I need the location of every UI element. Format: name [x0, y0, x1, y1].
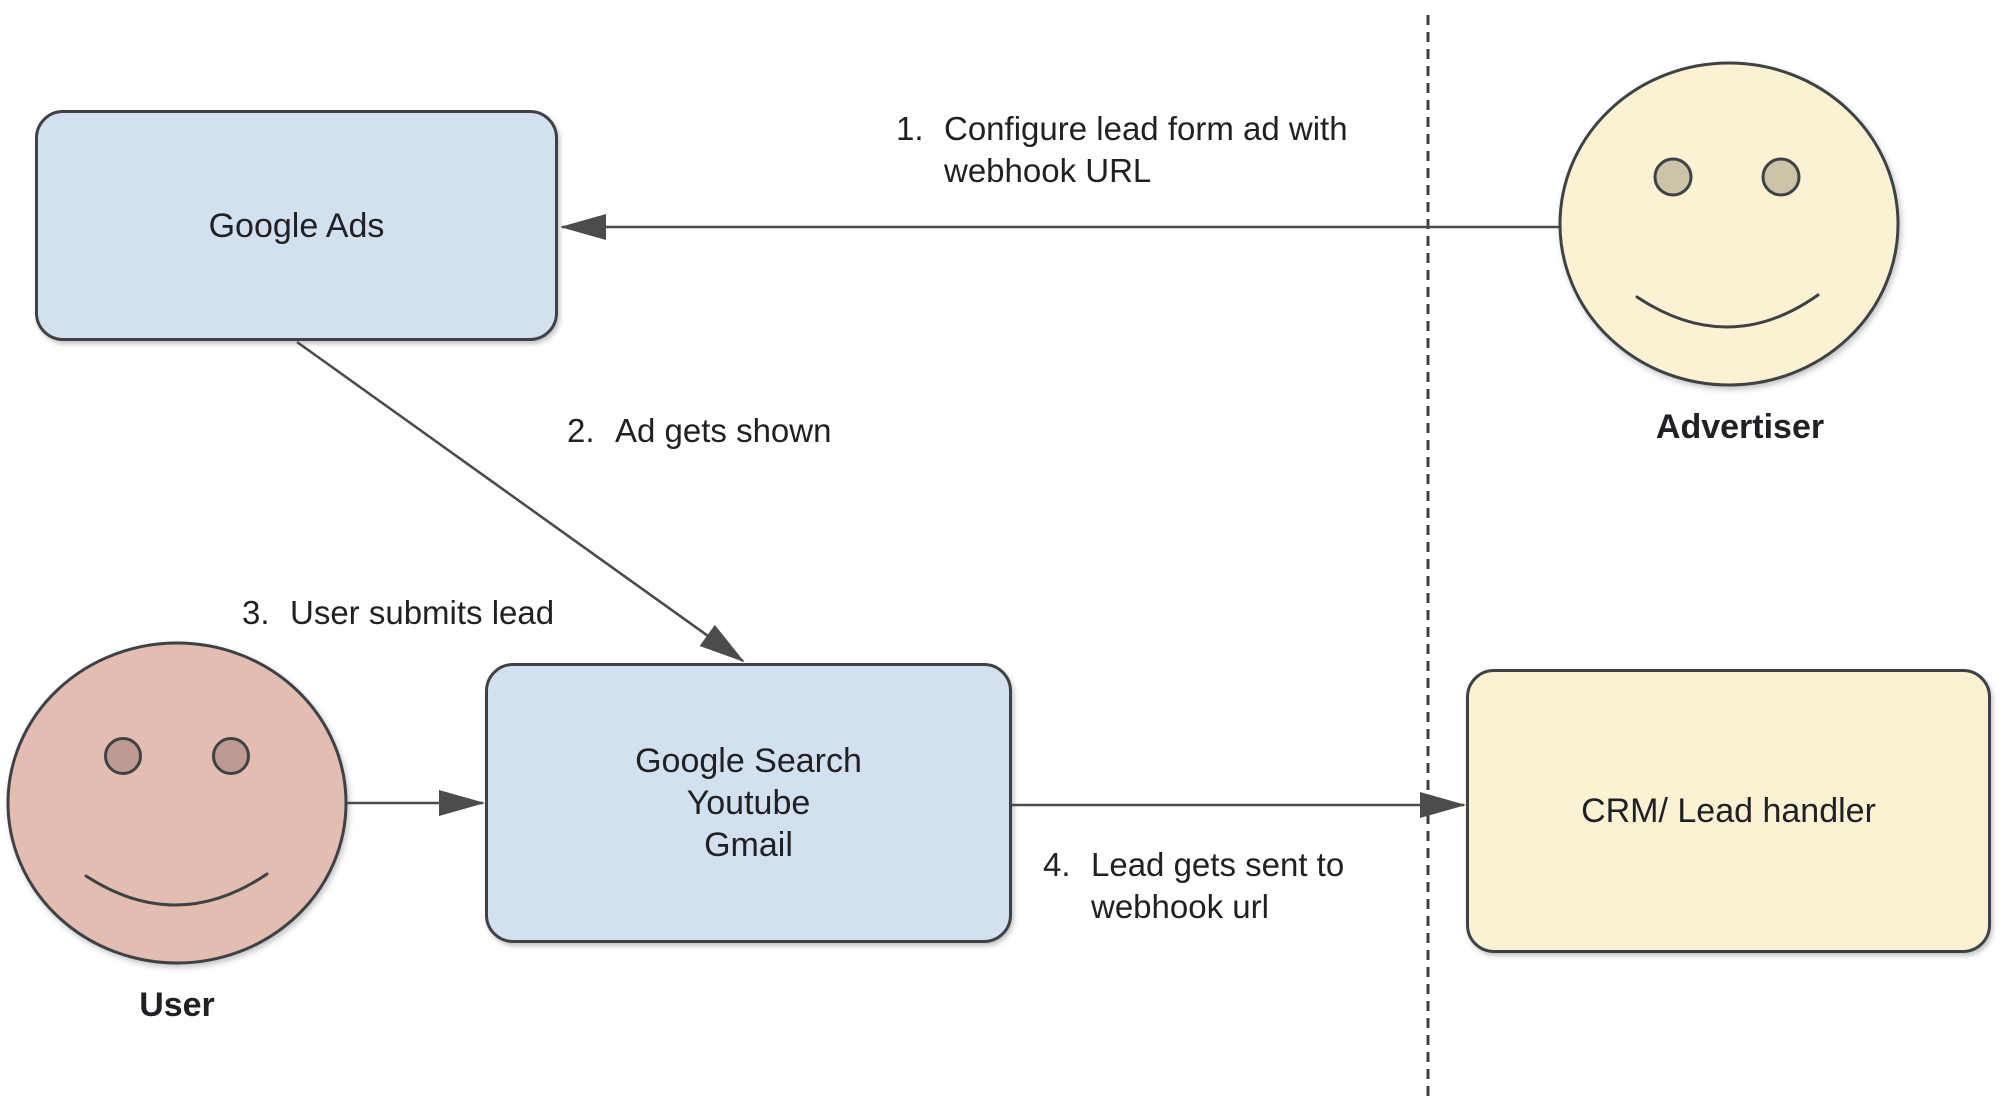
advertiser-face [1558, 61, 1900, 387]
node-channels: Google Search Youtube Gmail [485, 663, 1012, 943]
step-1-text: Configure lead form ad with webhook URL [944, 110, 1348, 189]
channels-line-google-search: Google Search [635, 742, 862, 780]
step-4-text: Lead gets sent to webhook url [1091, 846, 1345, 925]
advertiser-smile [1635, 293, 1820, 329]
user-smile [84, 872, 269, 907]
step-4-label: 4. Lead gets sent to webhook url [1043, 844, 1344, 928]
advertiser-head [1558, 61, 1900, 387]
user-head [6, 641, 348, 965]
step-2-label: 2. Ad gets shown [567, 410, 831, 452]
advertiser-eye-left [1653, 157, 1693, 197]
step-2-number: 2. [567, 412, 595, 449]
step-2-text: Ad gets shown [615, 412, 832, 449]
step-1-number: 1. [896, 110, 924, 147]
node-crm-label: CRM/ Lead handler [1581, 792, 1876, 830]
step-1-label: 1. Configure lead form ad with webhook U… [896, 108, 1348, 192]
user-eye-right [212, 737, 250, 775]
step-3-text: User submits lead [290, 594, 555, 631]
advertiser-eye-right [1761, 157, 1801, 197]
node-channels-label: Google Search Youtube Gmail [635, 740, 862, 866]
node-google-ads: Google Ads [35, 110, 558, 341]
channels-line-gmail: Gmail [704, 826, 793, 864]
user-eye-left [104, 737, 142, 775]
node-crm: CRM/ Lead handler [1466, 669, 1991, 953]
advertiser-label: Advertiser [1655, 408, 1825, 446]
arrow-ad-gets-shown [296, 340, 745, 663]
step-3-label: 3. User submits lead [242, 592, 554, 634]
user-face [6, 641, 348, 965]
channels-line-youtube: Youtube [686, 784, 811, 822]
step-4-number: 4. [1043, 846, 1071, 883]
step-3-number: 3. [242, 594, 270, 631]
user-label: User [139, 986, 215, 1024]
node-google-ads-label: Google Ads [208, 206, 385, 245]
